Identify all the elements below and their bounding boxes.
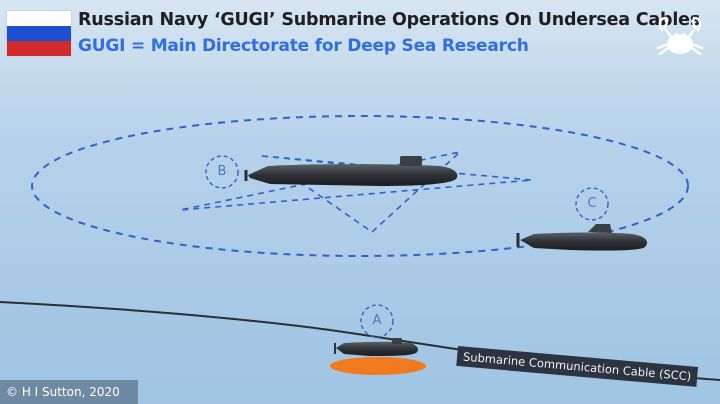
flag-stripe-blue [7, 26, 71, 41]
flag-stripe-red [7, 41, 71, 56]
marker-c-label: C [587, 196, 597, 211]
flag-stripe-white [7, 11, 71, 26]
diagram-subtitle: GUGI = Main Directorate for Deep Sea Res… [78, 36, 529, 56]
marker-b-circle [205, 155, 239, 189]
credit-text: © H I Sutton, 2020 [0, 380, 138, 404]
marker-b-label: B [217, 164, 227, 179]
diagram-title: Russian Navy ‘GUGI’ Submarine Operations… [78, 10, 701, 30]
crab-icon [656, 16, 704, 56]
patrol-area-ellipse [31, 115, 689, 257]
marker-a-circle [360, 304, 394, 338]
submarine-b [244, 156, 458, 186]
marker-c-circle [575, 187, 609, 221]
russian-flag [6, 10, 72, 57]
marker-a-label: A [372, 313, 382, 328]
contact-zone [330, 357, 426, 375]
submarine-c [516, 224, 648, 251]
submarine-a [334, 338, 418, 356]
